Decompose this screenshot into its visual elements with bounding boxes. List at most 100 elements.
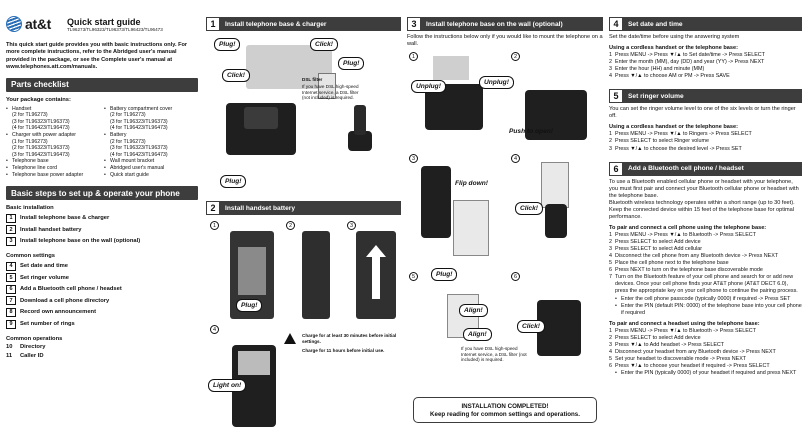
headset-pair-label: To pair and connect a headset using the … bbox=[609, 320, 760, 327]
instruction-step-number: 3 bbox=[609, 145, 612, 152]
section-5-title: Set ringer volume bbox=[628, 92, 684, 100]
charger bbox=[348, 131, 372, 151]
part-item-quantity: (4 for TL96423/TL96473) bbox=[110, 151, 168, 158]
plug-callout-battery: Plug! bbox=[236, 299, 263, 312]
part-item-quantity: (3 for TL96323/TL96373) bbox=[110, 145, 168, 152]
pairing-step-text: Press MENU -> Press ▼/▲ to Bluetooth -> … bbox=[615, 327, 756, 334]
section-2-header: 2 Install handset battery bbox=[206, 201, 401, 215]
bracket-mount bbox=[545, 204, 567, 238]
align-callout-2: Align! bbox=[463, 328, 492, 341]
setup-step-number: 4 bbox=[6, 261, 16, 271]
brand-name: at&t bbox=[25, 16, 52, 32]
part-item: Abridged user's manual bbox=[104, 165, 198, 172]
pairing-step-text: Set your headset to discoverable mode ->… bbox=[615, 356, 747, 363]
complete-subtitle: Keep reading for common settings and ope… bbox=[430, 411, 580, 418]
setup-step-text: Caller ID bbox=[20, 352, 44, 359]
column-install-1-2: 1 Install telephone base & charger Plug!… bbox=[206, 0, 401, 440]
pairing-step-text: Disconnect your headset from any Bluetoo… bbox=[615, 349, 776, 356]
column-install-3: 3 Install telephone base on the wall (op… bbox=[407, 0, 603, 440]
setup-step-text: Set number of rings bbox=[20, 321, 75, 327]
setup-step-text: Record own announcement bbox=[20, 309, 97, 316]
setup-step-text: Add a Bluetooth cell phone / headset bbox=[20, 286, 122, 293]
section-3-header: 3 Install telephone base on the wall (op… bbox=[407, 17, 603, 31]
part-item: Battery compartment cover bbox=[104, 106, 198, 113]
step-3-3-marker: 3 bbox=[409, 154, 418, 163]
pairing-step-text: Press MENU -> Press ▼/▲ to Bluetooth -> … bbox=[615, 231, 756, 238]
section-1-number: 1 bbox=[206, 17, 220, 31]
instruction-step-number: 1 bbox=[609, 52, 612, 58]
setup-step-text: Directory bbox=[20, 344, 46, 351]
part-item-quantity: (2 for TL96323/TL96373) bbox=[12, 145, 70, 152]
charge-note-1: Charge for at least 30 minutes before in… bbox=[302, 333, 397, 344]
click-callout-3: Click! bbox=[515, 202, 543, 215]
part-item-quantity: (1 for TL96273) bbox=[12, 138, 48, 145]
section-3-title: Install telephone base on the wall (opti… bbox=[426, 20, 563, 28]
part-item: Handset bbox=[6, 106, 100, 113]
pairing-step-number: • bbox=[615, 302, 617, 309]
setup-step-number: 2 bbox=[6, 225, 16, 235]
pairing-step-number: 3 bbox=[609, 245, 612, 252]
setup-step-text: Install telephone base & charger bbox=[20, 215, 110, 222]
parts-list-right: Battery compartment cover(2 for TL96273)… bbox=[104, 106, 198, 179]
unplug-callout-1: Unplug! bbox=[411, 80, 446, 93]
handset-in-charger bbox=[354, 105, 366, 135]
brand-logo: at&t bbox=[6, 16, 198, 32]
setup-step-number: 1 bbox=[6, 213, 16, 223]
wall-plate-4 bbox=[541, 162, 569, 208]
arrow-up-icon bbox=[366, 245, 386, 257]
step-2-3-marker: 3 bbox=[347, 221, 356, 230]
wall-jack-panel bbox=[433, 56, 469, 80]
pairing-step: •Enter the PIN (default PIN: 0000) of th… bbox=[609, 303, 802, 317]
part-item: Telephone base bbox=[6, 158, 100, 165]
pairing-step-text: Press SELECT to select Add device bbox=[615, 334, 701, 341]
section-2-number: 2 bbox=[206, 201, 220, 215]
part-item: Wall mount bracket bbox=[104, 158, 198, 165]
step-2-2-marker: 2 bbox=[286, 221, 295, 230]
pairing-step-text: Press NEXT to turn on the telephone base… bbox=[615, 267, 763, 274]
base-bracket-open bbox=[525, 90, 587, 140]
pairing-step-number: • bbox=[615, 370, 617, 377]
plug-callout-1: Plug! bbox=[214, 38, 241, 51]
setup-step-number: 8 bbox=[6, 307, 16, 317]
setup-step-number: 11 bbox=[6, 352, 13, 359]
push-to-open-callout: Push to open! bbox=[509, 128, 553, 135]
setup-step-text: Download a cell phone directory bbox=[20, 297, 110, 304]
section-2-illustration: 1 2 3 Plug! 4 Light on! Charge for at le… bbox=[206, 217, 401, 437]
setup-step-row: 8 Record own announcement bbox=[6, 307, 198, 317]
pairing-step-number: 4 bbox=[609, 349, 612, 356]
setup-step-text: Set date and time bbox=[20, 263, 68, 270]
dsl-filter-title: DSL filter bbox=[302, 77, 323, 82]
intro-text: This quick start guide provides you with… bbox=[6, 42, 188, 71]
pairing-step-text: Place the cell phone next to the telepho… bbox=[615, 260, 729, 267]
part-item-quantity: (2 for TL96273) bbox=[110, 138, 146, 145]
click-callout-2: Click! bbox=[222, 69, 250, 82]
pairing-step-number: 7 bbox=[609, 274, 612, 281]
instruction-step-number: 2 bbox=[609, 138, 612, 145]
part-item-quantity: (2 for TL96273) bbox=[110, 112, 146, 119]
align-callout-1: Align! bbox=[459, 304, 488, 317]
setup-step-number: 7 bbox=[6, 296, 16, 306]
section-6-header: 6 Add a Bluetooth cell phone / headset bbox=[609, 161, 802, 176]
part-item-quantity: (3 for TL96423/TL96473) bbox=[12, 151, 70, 158]
setup-step-row: 1 Install telephone base & charger bbox=[6, 213, 198, 223]
pairing-step: •Enter the PIN (typically 0000) of your … bbox=[609, 370, 802, 377]
pairing-step-number: 5 bbox=[609, 260, 612, 267]
